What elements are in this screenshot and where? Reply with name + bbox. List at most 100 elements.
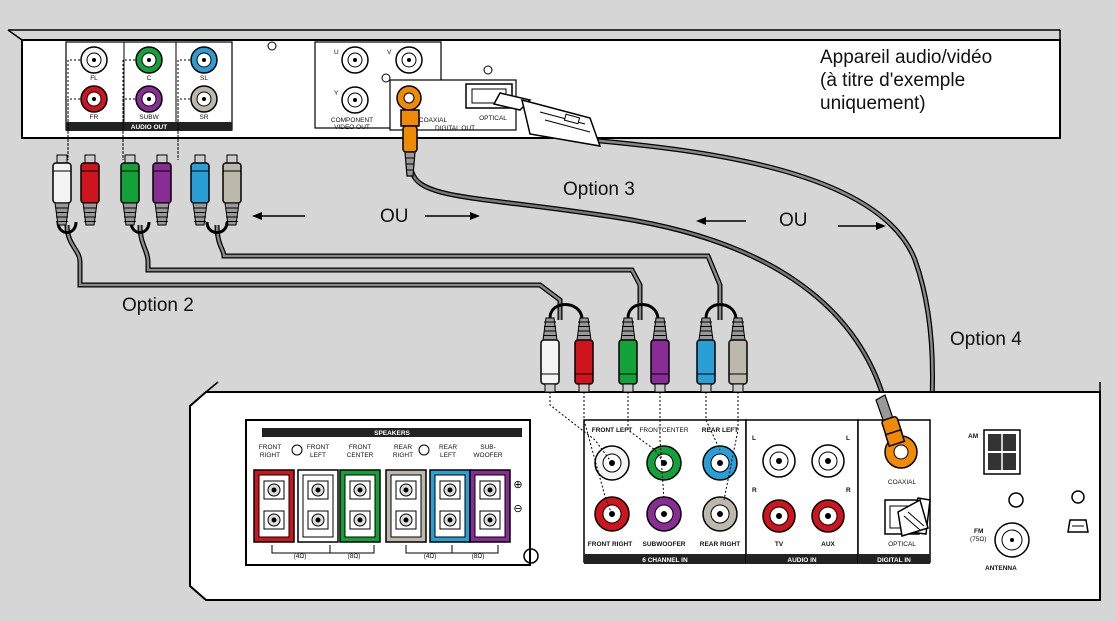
antenna-panel: AM FM (75Ω) ANTENNA [968,429,1030,572]
receiver-plug-sl [696,317,716,393]
receiver-plug-sr [728,317,748,393]
option4-label: Option 4 [950,329,1022,350]
digital-out-optical-label: OPTICAL [479,115,507,122]
audio-in-tv: TV [775,541,784,548]
audio-out-title: AUDIO OUT [131,124,168,131]
source-audio-jack-subw: SUBW [122,85,163,160]
source-audio-jack-label: FL [90,75,98,82]
coaxial-cable [409,171,890,411]
source-audio-jack-fl: FL [67,46,108,160]
speaker-channel-label: CENTER [347,452,374,459]
option3-label: Option 3 [563,179,635,200]
six-channel-in-panel: 6 CHANNEL IN FRONT LEFT FRONTCENTER REAR… [583,419,747,564]
source-plug-c [120,154,140,226]
receiver-plug-fl [540,317,560,393]
source-plug-sl [190,154,210,226]
audio-in-title: AUDIO IN [787,557,817,564]
six-ch-top-label-2: FRONTCENTER [639,427,688,434]
speaker-channel-label: FRONT [259,444,281,451]
audio-in-jacks [762,444,845,533]
source-plug-subw [152,154,172,226]
source-plug-fr [80,154,100,226]
speakers-plus: ⊕ [513,479,522,491]
source-plug-fl [52,154,72,226]
receiver-rca-plugs [540,317,748,393]
source-audio-jack-sr: SR [177,85,218,160]
speaker-terminals [253,469,511,543]
component-jack-label-v: V [387,49,392,56]
speaker-channel-label: LEFT [310,452,326,459]
source-label-line-3: uniquement) [820,93,926,114]
receiver-right-details [1067,490,1089,533]
source-rca-plugs [52,154,242,226]
digital-in-optical-label: OPTICAL [888,541,916,548]
source-audio-jack-label: SUBW [139,114,159,121]
antenna-fm-label: FM [974,528,983,535]
source-audio-jack-label: SR [199,114,208,121]
speaker-terminal-rear-right [385,469,427,543]
option2-label: Option 2 [122,295,194,316]
six-ch-jack-subwoofer [646,496,682,532]
speaker-terminal-front-center [339,469,381,543]
ou-right-label: OU [779,210,808,231]
source-device-body [21,39,1061,139]
source-audio-jack-label: FR [90,114,99,121]
six-ch-bottom-label-3: REAR RIGHT [700,541,740,548]
source-label-line-2: (à titre d'exemple [820,70,965,91]
audio-in-r-right: R [846,487,851,494]
speakers-minus: ⊖ [513,503,522,515]
source-audio-jack-label: C [147,75,152,82]
speaker-channel-label: REAR [439,444,457,451]
six-ch-bottom-label-2: SUBWOOFER [643,541,686,548]
six-ch-jack-front-right [594,496,630,532]
source-optical-plug [492,92,602,147]
antenna-title: ANTENNA [985,565,1017,572]
speaker-channel-label: REAR [394,444,412,451]
speaker-channel-label: FRONT [349,444,371,451]
receiver-plug-subw [650,317,670,393]
six-ch-jack-front-left [594,445,630,481]
antenna-am-label: AM [968,433,978,440]
receiver-coaxial-plug [875,394,906,448]
receiver-optical-plug [897,497,931,537]
audio-in-r-left: R [752,487,757,494]
impedance-label-3: (4Ω) [424,553,437,560]
source-audio-jack-c: C [122,46,163,160]
speaker-terminal-subwoofer [469,469,511,543]
six-ch-jack-rear-left [702,445,738,481]
speaker-channel-label: FRONT [307,444,329,451]
cables [56,137,935,501]
source-device-label: Appareil audio/vidéo (à titre d'exemple … [820,47,992,114]
impedance-label-4: (8Ω) [472,553,485,560]
speaker-impedance: (4Ω) (8Ω) (4Ω) (8Ω) [271,545,499,560]
digital-in-coaxial-label: COAXIAL [888,479,917,486]
speaker-channel-label: WOOFER [473,452,503,459]
receiver: SPEAKERS ⊕ ⊖ FRONTRIGHTFRONTLEFTFRONTCEN… [189,381,1101,601]
source-audio-jack-sl: SL [177,46,218,160]
component-video-title-1: COMPONENT [331,117,373,124]
source-label-line-1: Appareil audio/vidéo [820,47,992,68]
impedance-label-2: (8Ω) [348,553,361,560]
speakers-title: SPEAKERS [374,430,410,437]
antenna-fm-impedance: (75Ω) [970,536,986,543]
six-ch-bottom-label-1: FRONT RIGHT [588,541,632,548]
component-jacks [341,46,423,114]
audio-in-aux: AUX [821,541,835,548]
audio-in-panel: AUDIO IN L L R R TV AUX [745,419,859,564]
audio-in-l-left: L [752,435,756,442]
speaker-terminal-front-left [297,469,339,543]
digital-out-coaxial-label: COAXIAL [419,117,448,124]
impedance-label-1: (4Ω) [294,553,307,560]
receiver-plug-c [618,317,638,393]
speaker-channel-labels: FRONTRIGHTFRONTLEFTFRONTCENTERREARRIGHTR… [259,444,503,459]
speaker-channel-label: RIGHT [260,452,280,459]
speaker-channel-label: RIGHT [393,452,413,459]
six-ch-top-label-1: FRONT LEFT [592,427,632,434]
six-ch-top-label-3: REAR LEFT [702,427,739,434]
source-plug-sr [222,154,242,226]
source-coaxial-plug [400,109,420,177]
